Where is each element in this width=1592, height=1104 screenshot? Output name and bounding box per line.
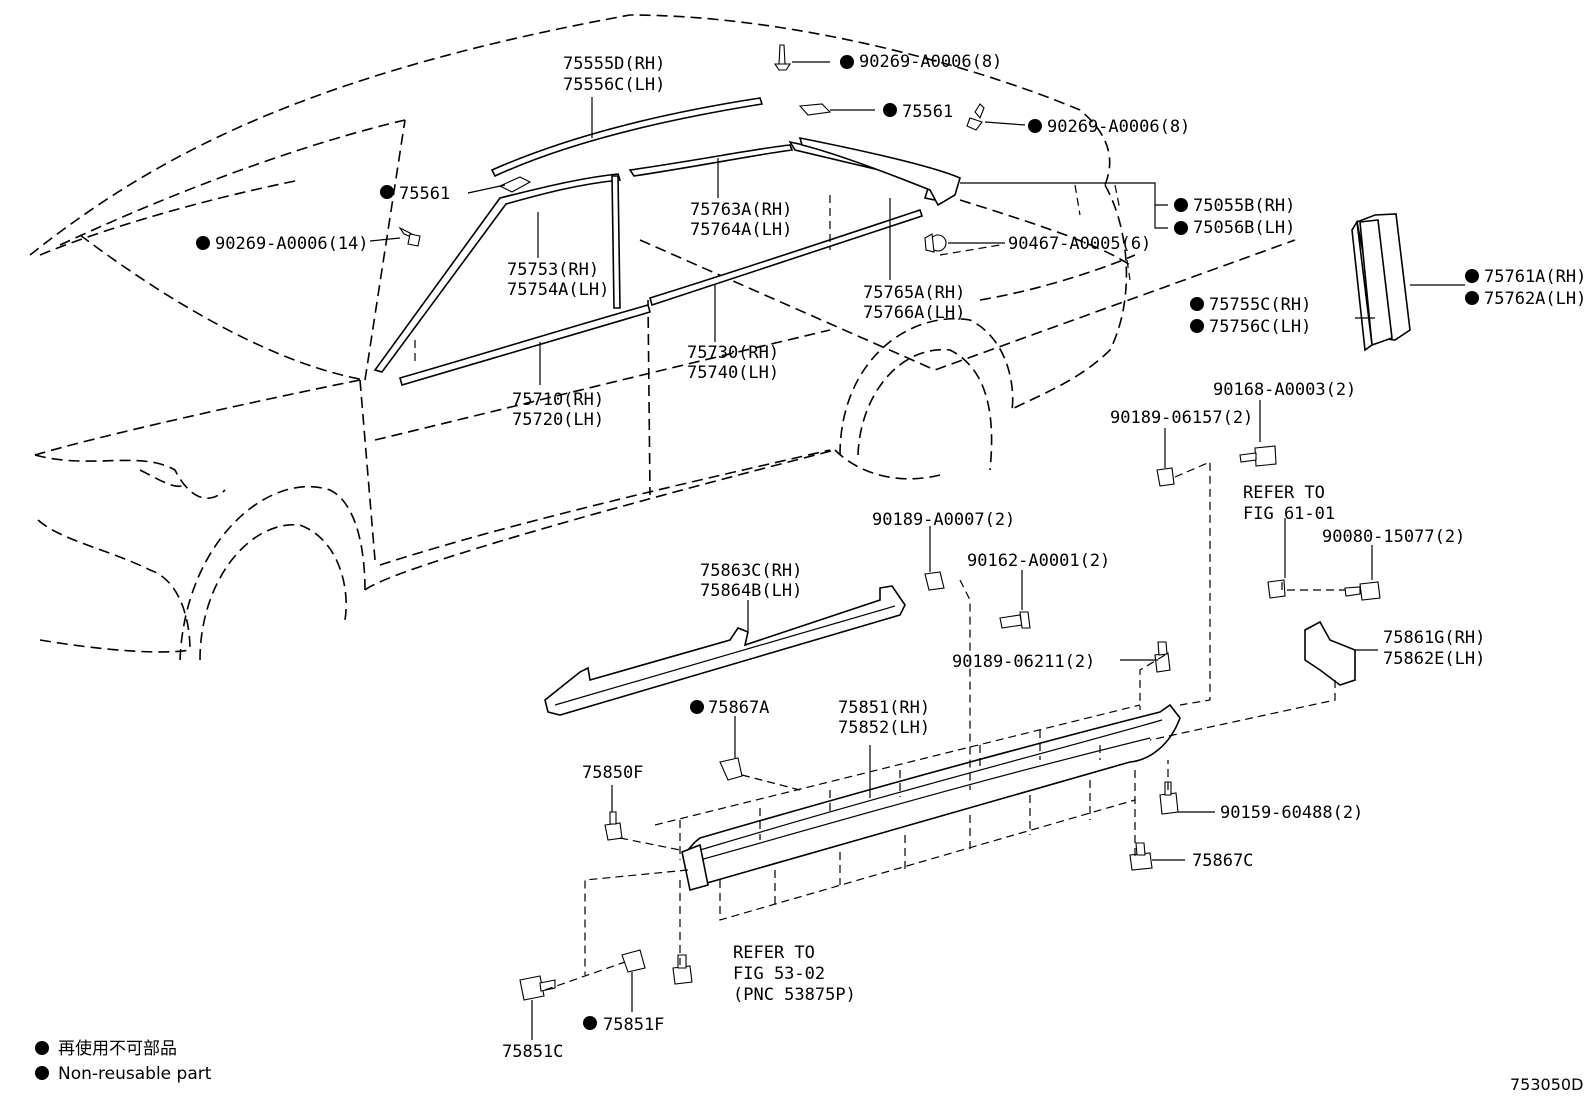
label-75755c: 75755C(RH) (1209, 295, 1311, 315)
label-90162: 90162-A0001(2) (967, 551, 1110, 571)
label-75561-left: 75561 (399, 184, 450, 204)
label-refer61-line1: REFER TO (1243, 483, 1325, 503)
label-75720: 75720(LH) (512, 410, 604, 430)
quarter-window-moulding (798, 136, 961, 207)
label-75753: 75753(RH) (507, 260, 599, 280)
label-75850f: 75850F (582, 763, 643, 783)
part-labels: 75555D(RH) 75556C(LH) 90269-A0006(8) 755… (215, 52, 1586, 1062)
label-75763a: 75763A(RH) (690, 200, 792, 220)
rear-pillar-garnish (1351, 213, 1411, 352)
label-75555d: 75555D(RH) (563, 54, 665, 74)
car-body-outline (29, 14, 1296, 661)
label-refer61-line2: FIG 61-01 (1243, 504, 1335, 524)
label-75862e: 75862E(LH) (1383, 649, 1485, 669)
clip-75867c (1129, 842, 1153, 871)
legend-text-jp: 再使用不可部品 (58, 1038, 177, 1059)
label-90467: 90467-A0005(6) (1008, 234, 1151, 254)
leader-lines (369, 61, 1465, 1040)
label-75765a: 75765A(RH) (863, 283, 965, 303)
assembly-guide-lines (414, 184, 1345, 991)
label-75556c: 75556C(LH) (563, 75, 665, 95)
screw-90159 (1159, 781, 1179, 815)
legend: 再使用不可部品 Non-reusable part (35, 1038, 212, 1084)
non-reusable-markers (196, 55, 1479, 1030)
label-75851f: 75851F (603, 1015, 664, 1035)
label-75861g: 75861G(RH) (1383, 628, 1485, 648)
label-75851c: 75851C (502, 1042, 563, 1062)
label-75762a: 75762A(LH) (1484, 289, 1586, 309)
clip-75867a (719, 757, 743, 781)
label-90159: 90159-60488(2) (1220, 803, 1363, 823)
label-75867c: 75867C (1192, 851, 1253, 871)
legend-text-en: Non-reusable part (58, 1064, 212, 1084)
label-75761a: 75761A(RH) (1484, 267, 1586, 287)
figure-code: 753050D (1510, 1075, 1583, 1094)
clip-75561-left (498, 176, 532, 193)
label-refer53-line1: REFER TO (733, 943, 815, 963)
label-75867a: 75867A (708, 698, 769, 718)
label-75740: 75740(LH) (687, 363, 779, 383)
label-75864b: 75864B(LH) (700, 581, 802, 601)
clip-75561-top (798, 103, 832, 116)
label-75754a: 75754A(LH) (507, 280, 609, 300)
bolt-53875p (672, 954, 693, 985)
label-90189-06211: 90189-06211(2) (952, 652, 1095, 672)
clip-90080-nut (1267, 579, 1286, 599)
label-75852: 75852(LH) (838, 718, 930, 738)
label-75730: 75730(RH) (687, 343, 779, 363)
pin-90269-left (398, 226, 421, 247)
rocker-inner-part (544, 585, 906, 716)
label-75766a: 75766A(LH) (863, 303, 965, 323)
label-75851: 75851(RH) (838, 698, 930, 718)
label-75863c: 75863C(RH) (700, 561, 802, 581)
label-75055b: 75055B(RH) (1193, 196, 1295, 216)
clip-90189-06157 (1156, 467, 1175, 487)
label-refer53-line3: (PNC 53875P) (733, 985, 856, 1005)
belt-moulding-front (399, 304, 651, 386)
clip-75850f (604, 811, 623, 841)
bolt-90080 (1344, 581, 1381, 601)
label-75561-top: 75561 (902, 102, 953, 122)
screw-90162 (999, 611, 1031, 629)
legend-dot-jp (35, 1041, 49, 1055)
front-door-frame-moulding (373, 173, 622, 373)
legend-dot-en (35, 1066, 49, 1080)
label-75056b: 75056B(LH) (1193, 218, 1295, 238)
pin-90269-top (773, 44, 792, 71)
clip-75851f (621, 949, 646, 973)
clip-90189-06211 (1154, 641, 1171, 673)
clip-90467 (924, 233, 947, 253)
label-90189-06157: 90189-06157(2) (1110, 408, 1253, 428)
label-90269-mid: 90269-A0006(8) (1047, 117, 1190, 137)
bolt-90168 (1239, 445, 1277, 467)
label-refer53-line2: FIG 53-02 (733, 964, 825, 984)
roof-moulding-part (490, 97, 764, 178)
label-75710: 75710(RH) (512, 390, 604, 410)
belt-moulding-rear (649, 208, 924, 307)
label-75764a: 75764A(LH) (690, 220, 792, 240)
clip-90189-a0007 (924, 571, 945, 591)
label-90168: 90168-A0003(2) (1213, 380, 1356, 400)
label-90189-a0007: 90189-A0007(2) (872, 510, 1015, 530)
label-75756c: 75756C(LH) (1209, 317, 1311, 337)
label-90269-left: 90269-A0006(14) (215, 234, 369, 254)
label-90080: 90080-15077(2) (1322, 527, 1465, 547)
bracket-75861g (1304, 620, 1356, 686)
pin-90269-mid (966, 103, 985, 131)
label-90269-top: 90269-A0006(8) (859, 52, 1002, 72)
rocker-moulding-part (681, 703, 1181, 891)
